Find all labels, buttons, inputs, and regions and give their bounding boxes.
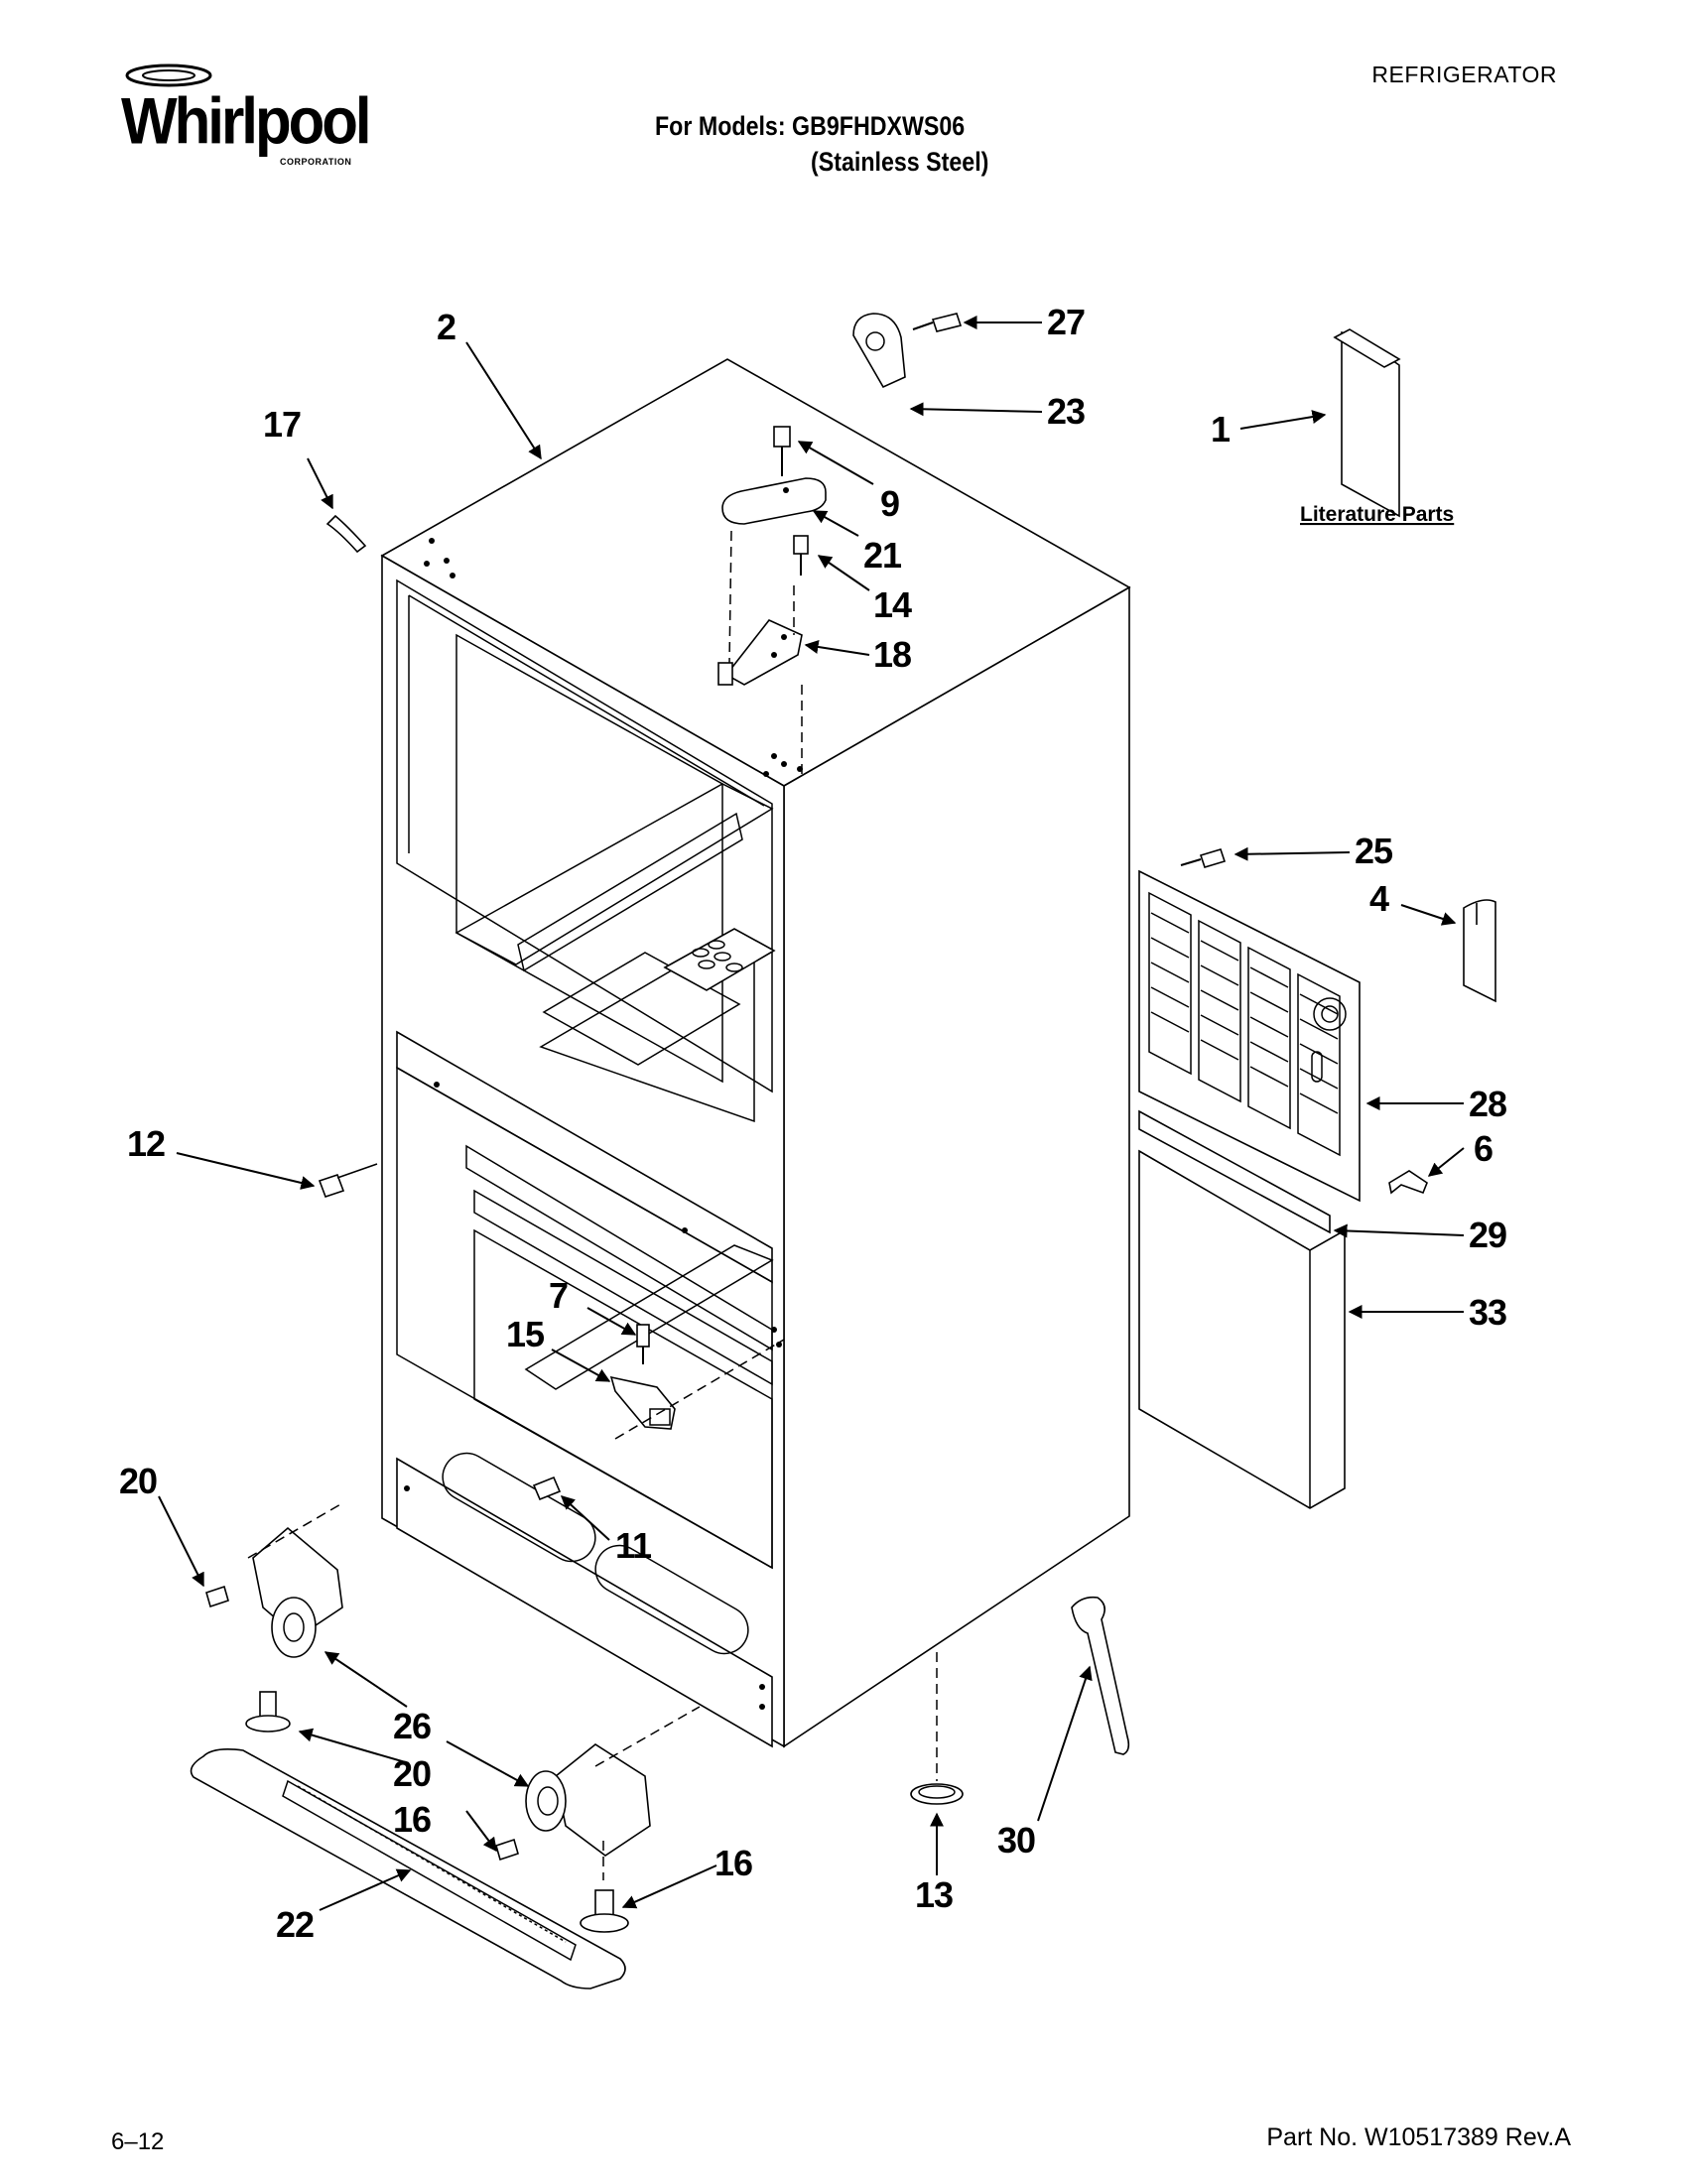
right-roller-assembly bbox=[495, 1706, 701, 1933]
left-roller-assembly bbox=[205, 1502, 343, 1733]
part-number: Part No. W10517389 Rev.A bbox=[1266, 2123, 1571, 2151]
callout-25: 25 bbox=[1355, 831, 1393, 871]
callout-2: 2 bbox=[437, 307, 455, 347]
document-type: REFRIGERATOR bbox=[1371, 62, 1557, 87]
part-22-toe-grille bbox=[190, 1748, 626, 1990]
callout-20-right: 20 bbox=[393, 1753, 431, 1794]
cabinet-body bbox=[380, 358, 1131, 1748]
part-23-bracket bbox=[852, 313, 963, 389]
callout-11: 11 bbox=[615, 1525, 652, 1566]
part-33-panel bbox=[1138, 1149, 1346, 1509]
page-number: 6–12 bbox=[111, 2128, 165, 2155]
callout-27: 27 bbox=[1047, 302, 1085, 342]
part-12-screw bbox=[318, 1163, 378, 1199]
callout-18: 18 bbox=[873, 634, 911, 675]
part-1-literature bbox=[1333, 328, 1401, 518]
part-28-grille bbox=[1138, 869, 1361, 1203]
callout-12: 12 bbox=[127, 1123, 165, 1164]
callout-20-left: 20 bbox=[119, 1461, 157, 1501]
part-29-strip bbox=[1138, 1109, 1331, 1234]
part-25-screw bbox=[1180, 848, 1227, 868]
callout-9: 9 bbox=[880, 483, 899, 524]
callout-23: 23 bbox=[1047, 391, 1085, 432]
callout-1: 1 bbox=[1211, 409, 1231, 450]
callout-13: 13 bbox=[915, 1874, 953, 1915]
callout-6: 6 bbox=[1474, 1128, 1493, 1169]
callout-7: 7 bbox=[549, 1275, 568, 1316]
whirlpool-logo: Whirlpool CORPORATION bbox=[109, 58, 377, 167]
callout-33: 33 bbox=[1469, 1292, 1506, 1333]
finish-line: (Stainless Steel) bbox=[811, 147, 989, 177]
callout-29: 29 bbox=[1469, 1215, 1506, 1255]
part-13-glide bbox=[910, 1783, 964, 1805]
part-30-wrench bbox=[1071, 1596, 1130, 1755]
top-hinge-assembly bbox=[717, 426, 827, 774]
logo-wordmark: Whirlpool bbox=[121, 84, 372, 158]
models-line: For Models: GB9FHDXWS06 bbox=[655, 111, 966, 141]
callout-4: 4 bbox=[1369, 878, 1389, 919]
leader-lines bbox=[158, 316, 1465, 1911]
callout-26: 26 bbox=[393, 1706, 431, 1746]
callout-30: 30 bbox=[997, 1820, 1035, 1861]
part-11-screw bbox=[532, 1476, 562, 1501]
part-17-tube bbox=[325, 514, 367, 554]
callout-15: 15 bbox=[506, 1314, 545, 1354]
logo-corporation: CORPORATION bbox=[280, 157, 352, 167]
callout-14: 14 bbox=[873, 584, 912, 625]
part-6-clip bbox=[1388, 1170, 1428, 1195]
literature-parts-label: Literature Parts bbox=[1300, 503, 1454, 526]
callout-17: 17 bbox=[263, 404, 301, 445]
callout-22: 22 bbox=[276, 1904, 314, 1945]
callout-28: 28 bbox=[1469, 1084, 1506, 1124]
callout-16-right: 16 bbox=[714, 1843, 752, 1883]
callout-21: 21 bbox=[863, 535, 902, 576]
part-4-clip bbox=[1463, 899, 1496, 1003]
part-15-bottom-hinge bbox=[609, 1324, 785, 1440]
callout-16-left: 16 bbox=[393, 1799, 431, 1840]
logo-swirl-icon bbox=[125, 64, 212, 87]
